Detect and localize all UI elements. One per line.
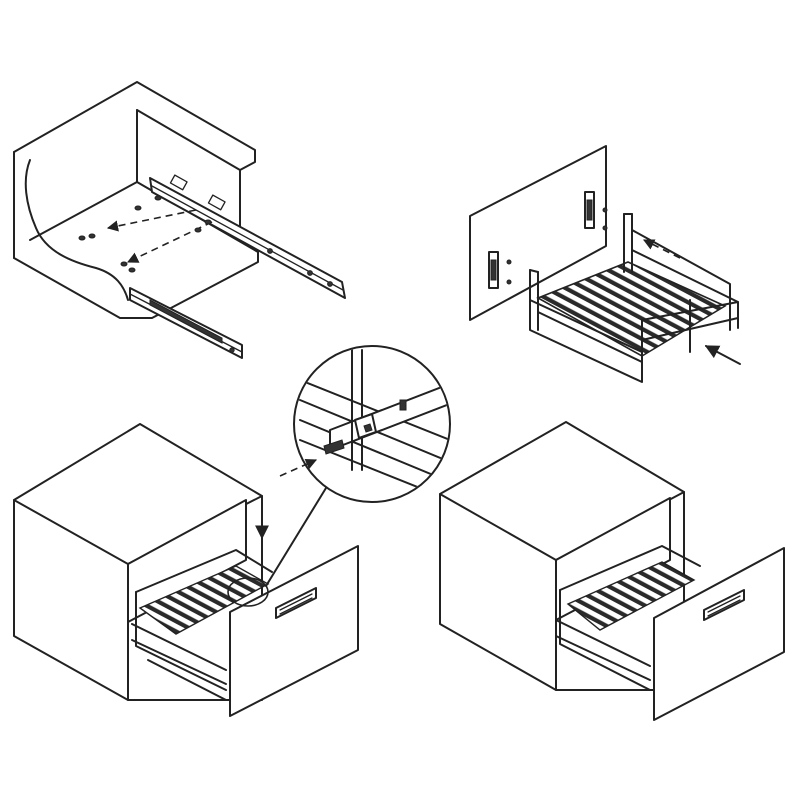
detail-magnifier bbox=[265, 345, 451, 587]
drawer-front-panel bbox=[469, 145, 607, 321]
step-3-insert-drawer bbox=[13, 423, 359, 717]
front-panel-brackets bbox=[488, 191, 608, 289]
step-1-mount-runners bbox=[13, 81, 346, 359]
runner-screw-arrows bbox=[78, 195, 213, 273]
drawer-front-left bbox=[229, 545, 359, 717]
wire-basket bbox=[529, 213, 739, 383]
basket-push-arrow-bottom bbox=[704, 345, 741, 365]
cutaway-edge bbox=[24, 159, 129, 301]
runner-upper bbox=[149, 174, 346, 299]
drawer-front-right bbox=[653, 547, 785, 721]
step-2-attach-front-panel bbox=[469, 145, 741, 383]
basket-push-arrow-top bbox=[642, 239, 681, 259]
runner-lower bbox=[129, 287, 243, 359]
step-4-installed-drawer bbox=[439, 421, 785, 721]
handle-slot-right bbox=[703, 589, 745, 621]
handle-slot-left bbox=[275, 587, 317, 619]
